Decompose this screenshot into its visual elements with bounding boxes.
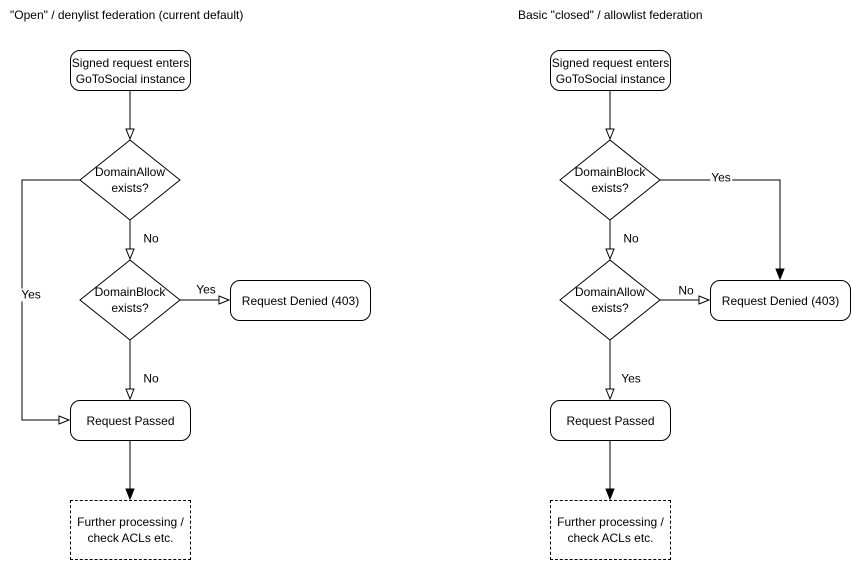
right-decision2-diamond xyxy=(559,259,661,341)
right-passed-node: Request Passed xyxy=(550,400,671,441)
left-label-decision1-no: No xyxy=(142,231,160,246)
right-edge-decision1-yes xyxy=(660,179,780,279)
left-passed-node: Request Passed xyxy=(70,400,191,441)
right-label-decision1-yes: Yes xyxy=(710,170,732,185)
left-further-processing-node: Further processing / check ACLs etc. xyxy=(70,500,191,560)
right-further-processing-node: Further processing / check ACLs etc. xyxy=(550,500,671,560)
right-decision2-label: DomainAllow exists? xyxy=(574,285,646,315)
right-chart-title: Basic "closed" / allowlist federation xyxy=(518,8,703,22)
right-denied-node: Request Denied (403) xyxy=(710,280,851,321)
left-decision1-diamond xyxy=(79,139,181,221)
right-decision1-label: DomainBlock exists? xyxy=(574,165,646,195)
right-start-node: Signed request enters GoToSocial instanc… xyxy=(550,50,671,91)
left-label-decision2-no: No xyxy=(142,371,160,386)
right-label-decision1-no: No xyxy=(622,231,640,246)
left-chart-title: "Open" / denylist federation (current de… xyxy=(10,8,244,22)
left-denied-node: Request Denied (403) xyxy=(230,280,371,321)
right-label-decision2-no: No xyxy=(677,283,695,298)
right-label-decision2-yes: Yes xyxy=(620,371,642,386)
left-decision2-diamond xyxy=(79,259,181,341)
left-label-decision1-yes: Yes xyxy=(20,287,42,302)
left-label-decision2-yes: Yes xyxy=(195,282,217,297)
right-decision1-diamond xyxy=(559,139,661,221)
left-decision1-label: DomainAllow exists? xyxy=(94,165,166,195)
left-start-node: Signed request enters GoToSocial instanc… xyxy=(70,50,191,91)
left-decision2-label: DomainBlock exists? xyxy=(94,285,166,315)
